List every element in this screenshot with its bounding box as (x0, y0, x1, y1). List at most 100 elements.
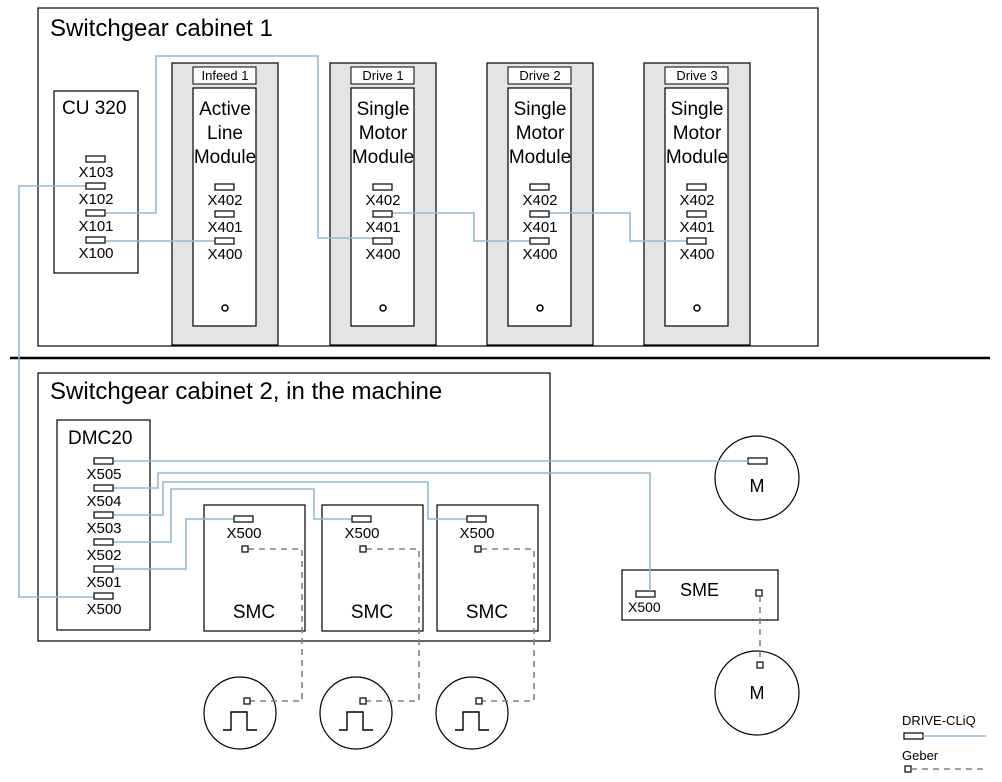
module-1-header-box (192, 66, 257, 85)
module-3-port-x401-label: X401 (522, 219, 557, 236)
motor-2-label: M (750, 683, 765, 703)
module-4-port-x400-connector (686, 237, 707, 245)
module-4-led-indicator (693, 304, 701, 312)
module-1-name-line-1: Active (199, 99, 251, 120)
motor-2-connector (756, 661, 764, 669)
legend-geber-label: Geber (902, 748, 939, 763)
smc-1-label: SMC (233, 602, 275, 623)
module-3-port-x402-connector (529, 183, 550, 191)
smc-2-box (321, 504, 424, 632)
module-4-port-x400-label: X400 (679, 246, 714, 263)
module-3-name-line-1: Single (514, 99, 567, 120)
drive-cliq-connections (18, 55, 748, 598)
legend-drive-cliq-connector (903, 732, 924, 740)
dmc20-port-x503-connector (93, 511, 114, 519)
smc-1-port-x500-label: X500 (226, 525, 261, 542)
cu320-port-x103-label: X103 (78, 164, 113, 181)
encoder-group (203, 676, 509, 750)
module-1-port-x401-connector (214, 210, 235, 218)
smc-2-port-x500-label: X500 (344, 525, 379, 542)
module-4-header-box (664, 66, 729, 85)
module-3-port-x400-label: X400 (522, 246, 557, 263)
dmc20-port-x501-connector (93, 565, 114, 573)
motor-1-connector (747, 457, 768, 465)
smc-1-port-x500-connector (233, 515, 254, 523)
cabinet-2-frame (37, 372, 551, 642)
module-1-header: Infeed 1 (202, 68, 249, 83)
dmc20-port-x505-label: X505 (86, 466, 121, 483)
cliq-dmc-x504-to-sme-x500 (113, 472, 651, 591)
module-2-port-x402-label: X402 (365, 192, 400, 209)
module-4-header: Drive 3 (676, 68, 717, 83)
module-4-name-line-2: Motor (673, 123, 722, 144)
encoder-1-connector (243, 697, 251, 705)
smc-2-encoder-connector (359, 545, 367, 553)
cu320-port-x102-label: X102 (78, 191, 113, 208)
cliq-dmc-x502-to-smc2-x500 (113, 488, 352, 543)
dmc20-port-x504-label: X504 (86, 493, 121, 510)
cu320-port-x102-connector (85, 182, 106, 190)
module-4-port-x402-label: X402 (679, 192, 714, 209)
dmc20-port-x501-label: X501 (86, 574, 121, 591)
module-3-body (507, 87, 572, 327)
sme-port-x500-label: X500 (628, 599, 661, 615)
module-3-name-line-3: Module (509, 147, 571, 168)
encoder-1-pulse-icon (223, 711, 257, 731)
geber-smc1-to-encoder-1 (248, 548, 303, 702)
cu320-label: CU 320 (62, 98, 126, 119)
module-3-header-box (507, 66, 572, 85)
smc-3-encoder-connector (474, 545, 482, 553)
cliq-dmc-x503-to-smc3-x500 (113, 481, 467, 520)
encoder-3-connector (475, 697, 483, 705)
cu320-port-x100-connector (85, 236, 106, 244)
module-3-port-x402-label: X402 (522, 192, 557, 209)
dmc20-port-x503-label: X503 (86, 520, 121, 537)
cabinet-1-frame (37, 7, 819, 347)
module-4-body (664, 87, 729, 327)
module-2-name-line-3: Module (352, 147, 414, 168)
module-2-port-x400-label: X400 (365, 246, 400, 263)
smc-3-label: SMC (466, 602, 508, 623)
dmc20-port-x500-connector (93, 592, 114, 600)
module-3-led-indicator (536, 304, 544, 312)
dmc20-port-x502-connector (93, 538, 114, 546)
module-2-led-indicator (379, 304, 387, 312)
encoder-2-connector (359, 697, 367, 705)
module-2-port-x401-label: X401 (365, 219, 400, 236)
sme-port-x500-connector (635, 590, 656, 598)
smc-1-box (203, 504, 306, 632)
module-1-led-indicator (221, 304, 229, 312)
module-1-port-x402-label: X402 (207, 192, 242, 209)
encoder-3-circle (435, 676, 509, 750)
module-4-name-line-3: Module (666, 147, 728, 168)
module-1-name-line-2: Line (207, 123, 243, 144)
module-2-header: Drive 1 (362, 68, 403, 83)
cliq-drive1-x402-to-drive2-x400 (392, 212, 530, 242)
dmc20-port-x502-label: X502 (86, 547, 121, 564)
module-2-name-line-1: Single (357, 99, 410, 120)
dmc20-port-x500-label: X500 (86, 601, 121, 618)
legend-drive-cliq-label: DRIVE-CLiQ (902, 713, 976, 728)
module-3-port-x401-connector (529, 210, 550, 218)
dmc20-port-x504-connector (93, 484, 114, 492)
motor-2-circle (714, 650, 800, 736)
smc-3-port-x500-label: X500 (459, 525, 494, 542)
module-2-header-box (350, 66, 415, 85)
module-3-name-line-2: Motor (516, 123, 565, 144)
smc-3-box (436, 504, 539, 632)
encoder-2-pulse-icon (339, 711, 373, 731)
module-4-port-x402-connector (686, 183, 707, 191)
legend-geber-connector (904, 765, 912, 773)
legend: DRIVE-CLiQ Geber (902, 713, 986, 773)
geber-smc2-to-encoder-2 (366, 548, 420, 702)
cu320-port-x103-connector (85, 155, 106, 163)
motor-1-circle (714, 435, 800, 521)
cabinet-1-title: Switchgear cabinet 1 (50, 15, 273, 42)
module-1-body (192, 87, 257, 327)
geber-smc3-to-encoder-3 (481, 548, 535, 702)
module-3-header: Drive 2 (519, 68, 560, 83)
module-1-port-x401-label: X401 (207, 219, 242, 236)
